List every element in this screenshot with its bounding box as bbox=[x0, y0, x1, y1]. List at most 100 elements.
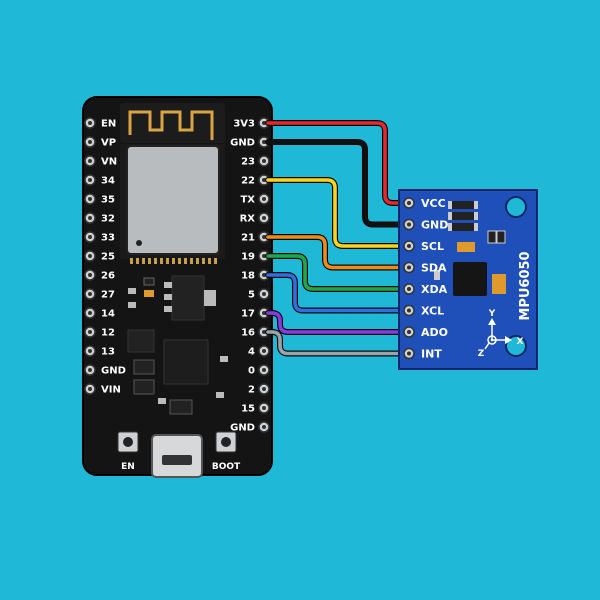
esp32-pin-label: GND bbox=[230, 138, 255, 149]
esp32-pin-right-12[interactable] bbox=[258, 345, 270, 357]
mpu-pin-label: ADO bbox=[421, 326, 448, 339]
mpu-pin-scl[interactable] bbox=[403, 240, 415, 252]
esp32-pin-right-13[interactable] bbox=[258, 364, 270, 376]
mpu-pin-label: XDA bbox=[421, 283, 448, 296]
esp32-pin-left-13[interactable] bbox=[84, 364, 96, 376]
esp32-pin-label: EN bbox=[101, 119, 116, 130]
esp32-pin-right-4[interactable] bbox=[258, 193, 270, 205]
esp32-pin-right-9[interactable] bbox=[258, 288, 270, 300]
esp32-pin-label: 23 bbox=[241, 157, 255, 168]
wire-17-to-ado bbox=[266, 311, 406, 334]
wires bbox=[265, 120, 407, 357]
boot-button-label: BOOT bbox=[212, 462, 241, 472]
esp32-pin-right-15[interactable] bbox=[258, 402, 270, 414]
esp32-pin-label: 26 bbox=[101, 271, 115, 282]
esp32-pin-right-5[interactable] bbox=[258, 212, 270, 224]
esp32-pin-label: 0 bbox=[248, 366, 255, 377]
wire-16-to-int bbox=[266, 330, 406, 356]
esp32-pin-label: 4 bbox=[248, 347, 255, 358]
axis-indicator: Y X Z bbox=[478, 309, 524, 359]
mpu-title: MPU6050 bbox=[518, 251, 533, 320]
module-pins bbox=[130, 258, 217, 264]
esp32-pin-label: 32 bbox=[101, 214, 115, 225]
capacitor bbox=[457, 242, 475, 252]
esp32-pin-label: 34 bbox=[101, 176, 115, 187]
axis-z-label: Z bbox=[478, 349, 485, 359]
esp32-pin-label: 22 bbox=[241, 176, 255, 187]
axis-y-label: Y bbox=[488, 309, 496, 319]
wire-outline bbox=[265, 329, 407, 357]
esp32-pin-label: TX bbox=[240, 195, 255, 206]
mpu-pin-vcc[interactable] bbox=[403, 197, 415, 209]
esp32-pin-left-0[interactable] bbox=[84, 117, 96, 129]
esp32-pin-label: 13 bbox=[101, 347, 115, 358]
module-shield bbox=[126, 145, 220, 255]
esp32-pin-label: 33 bbox=[101, 233, 115, 244]
axis-x-label: X bbox=[517, 337, 524, 347]
mpu-pin-label: GND bbox=[421, 219, 448, 232]
esp32-pin-left-7[interactable] bbox=[84, 250, 96, 262]
esp32-pin-left-9[interactable] bbox=[84, 288, 96, 300]
en-button[interactable] bbox=[117, 431, 139, 453]
module-dot bbox=[136, 240, 142, 246]
wire-18-to-xcl bbox=[266, 273, 406, 313]
en-button-label: EN bbox=[121, 462, 135, 472]
mpu-pin-ado[interactable] bbox=[403, 326, 415, 338]
esp32-pin-label: 19 bbox=[241, 252, 255, 263]
mpu-pin-label: SDA bbox=[421, 262, 447, 275]
wire-21-to-sda bbox=[266, 235, 406, 270]
esp32-pin-left-6[interactable] bbox=[84, 231, 96, 243]
diode bbox=[127, 329, 155, 353]
tantalum-cap bbox=[492, 274, 506, 294]
esp32-pin-left-8[interactable] bbox=[84, 269, 96, 281]
wire-outline bbox=[265, 310, 407, 335]
esp32-pin-label: VP bbox=[101, 138, 116, 149]
mpu-chip bbox=[453, 262, 487, 296]
esp32-board: EN BOOT ENVPVN34353233252627141213GNDVIN… bbox=[82, 96, 273, 478]
mpu-pin-int[interactable] bbox=[403, 347, 415, 360]
usb-uart-chip bbox=[163, 339, 209, 385]
esp32-pin-label: 2 bbox=[248, 385, 255, 396]
mpu-pin-sda[interactable] bbox=[403, 261, 415, 274]
mpu-pin-label: SCL bbox=[421, 240, 444, 253]
esp32-pin-left-1[interactable] bbox=[84, 136, 96, 148]
mount-hole bbox=[505, 196, 527, 218]
esp32-pin-right-16[interactable] bbox=[258, 421, 270, 433]
esp32-pin-label: 14 bbox=[101, 309, 115, 320]
esp32-pin-left-10[interactable] bbox=[84, 307, 96, 319]
mpu-pin-gnd[interactable] bbox=[403, 218, 415, 231]
usb-port[interactable] bbox=[151, 434, 203, 478]
esp32-pin-label: 21 bbox=[241, 233, 255, 244]
esp32-pin-left-14[interactable] bbox=[84, 383, 96, 395]
resistor-array bbox=[448, 201, 478, 231]
mpu-pin-xcl[interactable] bbox=[403, 304, 415, 317]
antenna-area bbox=[120, 103, 225, 143]
esp32-pin-left-11[interactable] bbox=[84, 326, 96, 338]
wire-3v3-to-vcc bbox=[266, 121, 406, 205]
esp32-pin-label: VIN bbox=[101, 385, 121, 396]
esp32-pin-left-2[interactable] bbox=[84, 155, 96, 167]
wire-22-to-scl bbox=[266, 178, 406, 248]
mpu-pin-label: XCL bbox=[421, 305, 444, 318]
esp32-pin-right-14[interactable] bbox=[258, 383, 270, 395]
mpu-pin-xda[interactable] bbox=[403, 283, 415, 295]
esp32-pin-left-4[interactable] bbox=[84, 193, 96, 205]
esp32-pin-label: 25 bbox=[101, 252, 115, 263]
esp32-pin-left-3[interactable] bbox=[84, 174, 96, 186]
regulator-tab bbox=[204, 290, 216, 306]
wire-19-to-xda bbox=[266, 254, 406, 291]
esp32-pin-left-12[interactable] bbox=[84, 345, 96, 357]
esp32-pin-label: 12 bbox=[101, 328, 115, 339]
esp32-pin-label: 5 bbox=[248, 290, 255, 301]
mount-hole bbox=[505, 335, 527, 357]
esp32-pin-left-5[interactable] bbox=[84, 212, 96, 224]
boot-button[interactable] bbox=[215, 431, 237, 453]
pcb-antenna bbox=[128, 110, 214, 140]
esp32-pin-label: 17 bbox=[241, 309, 255, 320]
esp32-pin-label: RX bbox=[240, 214, 256, 225]
esp32-pin-right-2[interactable] bbox=[258, 155, 270, 167]
